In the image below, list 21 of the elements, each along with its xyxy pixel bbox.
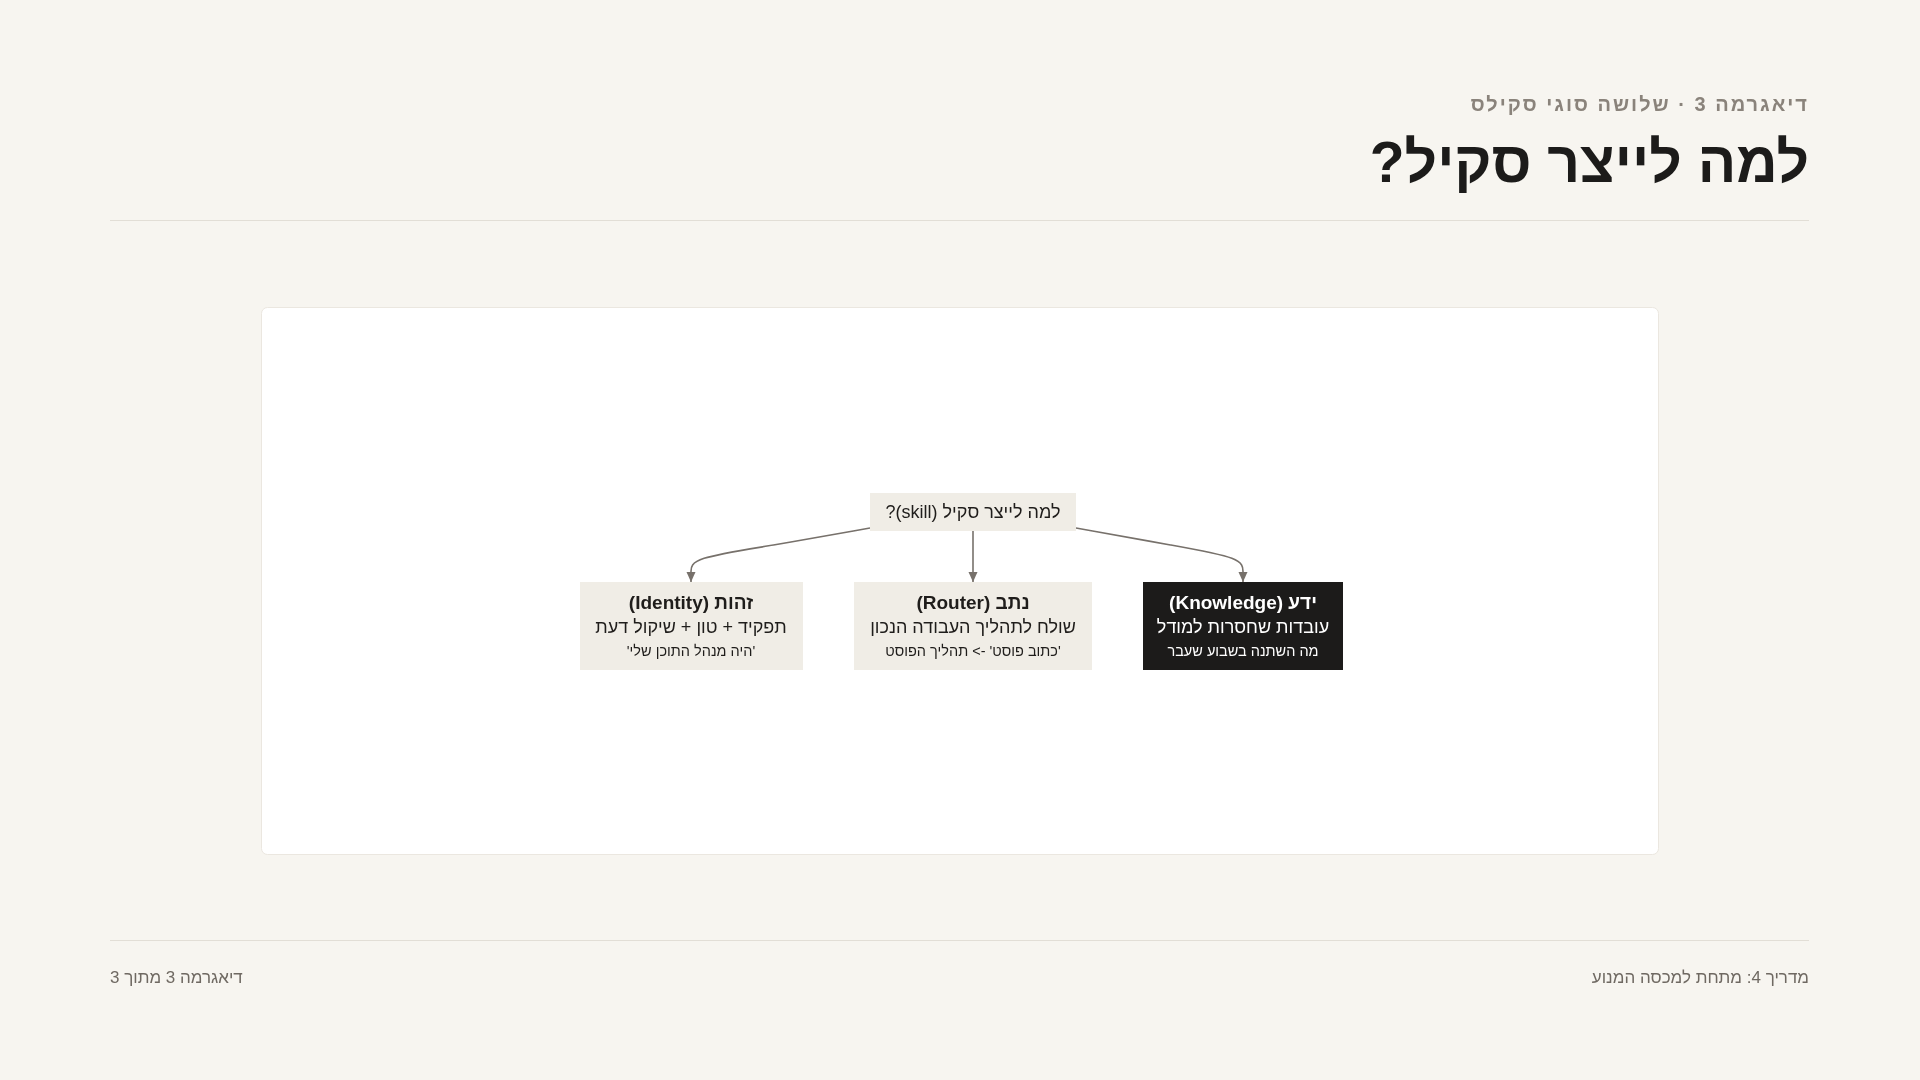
arrow xyxy=(968,530,978,583)
process-box xyxy=(854,582,1092,670)
subtitle: דיאגרמה 3 · שלושה סוגי סקילס xyxy=(1470,92,1809,116)
node-heading: ידע (Knowledge) xyxy=(1169,591,1317,615)
node-text: תפקיד + טון + שיקול דעת xyxy=(595,616,787,639)
node-text: למה לייצר סקיל (skill)? xyxy=(885,501,1061,523)
process-box xyxy=(579,582,803,670)
node-note: 'כתוב פוסט' -> תהליך הפוסט xyxy=(885,642,1061,661)
node-note: 'היה מנהל התוכן שלי' xyxy=(626,642,756,661)
node-text: שולח לתהליך העבודה הנכון xyxy=(870,616,1076,639)
process-box xyxy=(870,493,1076,531)
process-box xyxy=(1142,582,1344,670)
node-heading: זהות (Identity) xyxy=(628,591,754,615)
node-heading: נתב (Router) xyxy=(916,591,1030,615)
node-note: מה השתנה בשבוע שעבר xyxy=(1167,642,1319,661)
arrow xyxy=(1075,527,1248,583)
page-title: למה לייצר סקיל? xyxy=(1369,133,1809,191)
footer-text: דיאגרמה 3 מתוך 3 xyxy=(110,967,243,989)
node-text: עובדות שחסרות למודל xyxy=(1156,616,1330,639)
arrow xyxy=(686,527,871,583)
footer-text: מדריך 4: מתחת למכסה המנוע xyxy=(1591,967,1809,989)
